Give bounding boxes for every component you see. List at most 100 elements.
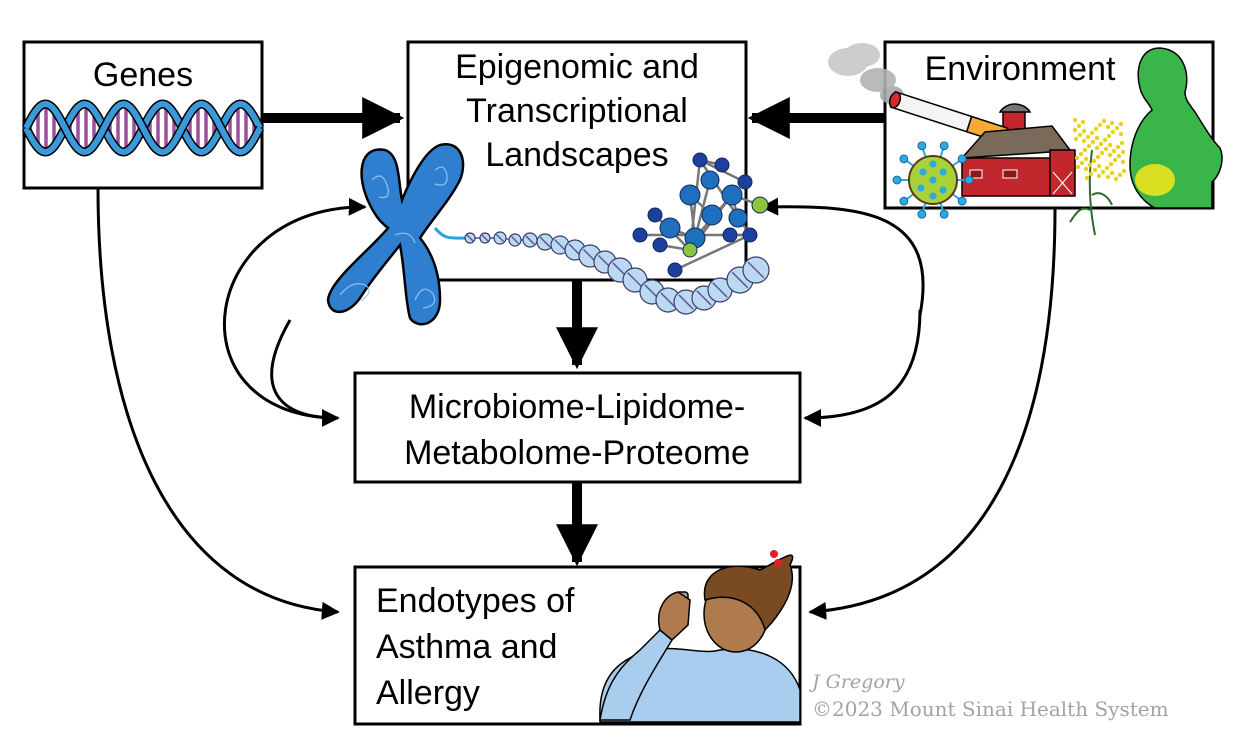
plant-flower xyxy=(1102,137,1108,143)
nucleosome-wrap xyxy=(696,290,712,306)
nucleosome-wrap xyxy=(627,272,643,288)
virus-spike-tip xyxy=(957,196,967,206)
plant-flower xyxy=(1084,175,1090,181)
endotypes-label-line2: Asthma and xyxy=(376,628,557,666)
nucleosome-wrap xyxy=(525,235,535,245)
plant-flower xyxy=(1115,144,1121,150)
plant-flower xyxy=(1080,119,1086,125)
dna-strand xyxy=(23,100,263,156)
plant-flower xyxy=(1112,157,1118,163)
node-omics: Microbiome-Lipidome- Metabolome-Proteome xyxy=(353,371,802,484)
nucleosome-wrap xyxy=(712,282,728,298)
plant-flower xyxy=(1094,145,1100,151)
plant-flower xyxy=(1114,125,1120,131)
plant-icon xyxy=(1069,117,1127,236)
plant-flower xyxy=(1118,121,1124,127)
arrow-left-loop-to-epigenomic xyxy=(222,197,367,420)
arrow-genes-to-endotypes xyxy=(96,187,340,620)
plant-flower xyxy=(1120,159,1126,165)
environment-label: Environment xyxy=(925,50,1116,88)
credit-copyright: ©2023 Mount Sinai Health System xyxy=(812,697,1169,721)
plant-flower xyxy=(1099,150,1105,156)
molecule-atom xyxy=(647,207,663,223)
virus-spike-tip xyxy=(939,141,949,151)
molecule-bond xyxy=(674,233,751,272)
molecule-atom xyxy=(728,208,748,228)
plant-flower xyxy=(1094,135,1100,141)
nucleosome-wrap xyxy=(731,271,749,289)
nucleosome-wrap xyxy=(678,294,694,310)
thick-arrows xyxy=(262,97,885,567)
plant-flower xyxy=(1087,162,1093,168)
molecule-atom xyxy=(737,174,753,190)
omics-label-line2: Metabolome-Proteome xyxy=(404,434,750,472)
nucleosome-wrap xyxy=(495,233,505,243)
plant-flower xyxy=(1116,153,1122,159)
dna-helix-icon xyxy=(22,99,264,157)
nucleosome-wrap xyxy=(554,239,566,251)
plant-flower xyxy=(1086,143,1092,149)
plant-flower xyxy=(1121,168,1127,174)
plant-flower xyxy=(1083,166,1089,172)
virus-dot xyxy=(919,168,927,176)
plant-flower xyxy=(1089,130,1095,136)
endotypes-label-line1: Endotypes of xyxy=(376,582,575,620)
virus-spike-tip xyxy=(917,141,927,151)
plant-flower xyxy=(1111,148,1117,154)
nucleosome-wrap xyxy=(747,261,765,279)
arrow-environment-to-endotypes xyxy=(808,207,1057,620)
plant-flower xyxy=(1107,152,1113,158)
plant-flower xyxy=(1074,155,1080,161)
plant-flower xyxy=(1098,141,1104,147)
plant-flower xyxy=(1109,120,1115,126)
plant-flower xyxy=(1105,124,1111,130)
plant-flower xyxy=(1105,174,1111,180)
plant-flower xyxy=(1081,128,1087,134)
plant-flower xyxy=(1119,140,1125,146)
virus-dot xyxy=(929,160,937,168)
molecule-atom xyxy=(714,157,730,173)
virus-dot xyxy=(929,192,937,200)
plant-flower xyxy=(1072,127,1078,133)
plant-flower xyxy=(1095,154,1101,160)
molecule-atom xyxy=(652,237,668,253)
molecule-atom xyxy=(700,170,720,190)
virus-spike-tip xyxy=(899,154,909,164)
nucleosome-wrap xyxy=(510,235,520,245)
virus-spike-tip xyxy=(892,175,902,185)
plant-flower xyxy=(1108,161,1114,167)
genes-label: Genes xyxy=(93,56,193,94)
plant-flower xyxy=(1120,149,1126,155)
nucleosome-wrap xyxy=(660,292,676,308)
nucleosome-wrap xyxy=(481,234,489,242)
plant-flower xyxy=(1117,172,1123,178)
plant-flower xyxy=(1072,117,1078,123)
plant-flower xyxy=(1076,123,1082,129)
plant-flower xyxy=(1093,126,1099,132)
molecule-atom xyxy=(692,152,708,168)
plant-flower xyxy=(1101,118,1107,124)
plant-flower xyxy=(1090,139,1096,145)
plant-flower xyxy=(1077,132,1083,138)
plant-flower xyxy=(1109,170,1115,176)
barn-icon xyxy=(960,125,1076,197)
molecule-atom xyxy=(679,184,701,206)
virus-dot xyxy=(939,186,947,194)
endotypes-label-line3: Allergy xyxy=(376,674,480,712)
plant-flower xyxy=(1107,142,1113,148)
plant-flower xyxy=(1096,163,1102,169)
plant-flower xyxy=(1073,136,1079,142)
epigenomic-label-line3: Landscapes xyxy=(485,136,668,174)
plant-flower xyxy=(1104,165,1110,171)
credit: J Gregory ©2023 Mount Sinai Health Syste… xyxy=(808,671,1169,721)
nucleosome-wrap xyxy=(539,236,551,248)
molecule-atom xyxy=(721,184,743,206)
arrow-right-loop-to-epigenomic xyxy=(760,197,925,316)
virus-icon xyxy=(892,141,974,219)
molecule-atom xyxy=(682,242,698,258)
plant-flower xyxy=(1092,167,1098,173)
plant-flower xyxy=(1100,169,1106,175)
virus-dot xyxy=(929,176,937,184)
plant-flower xyxy=(1103,146,1109,152)
